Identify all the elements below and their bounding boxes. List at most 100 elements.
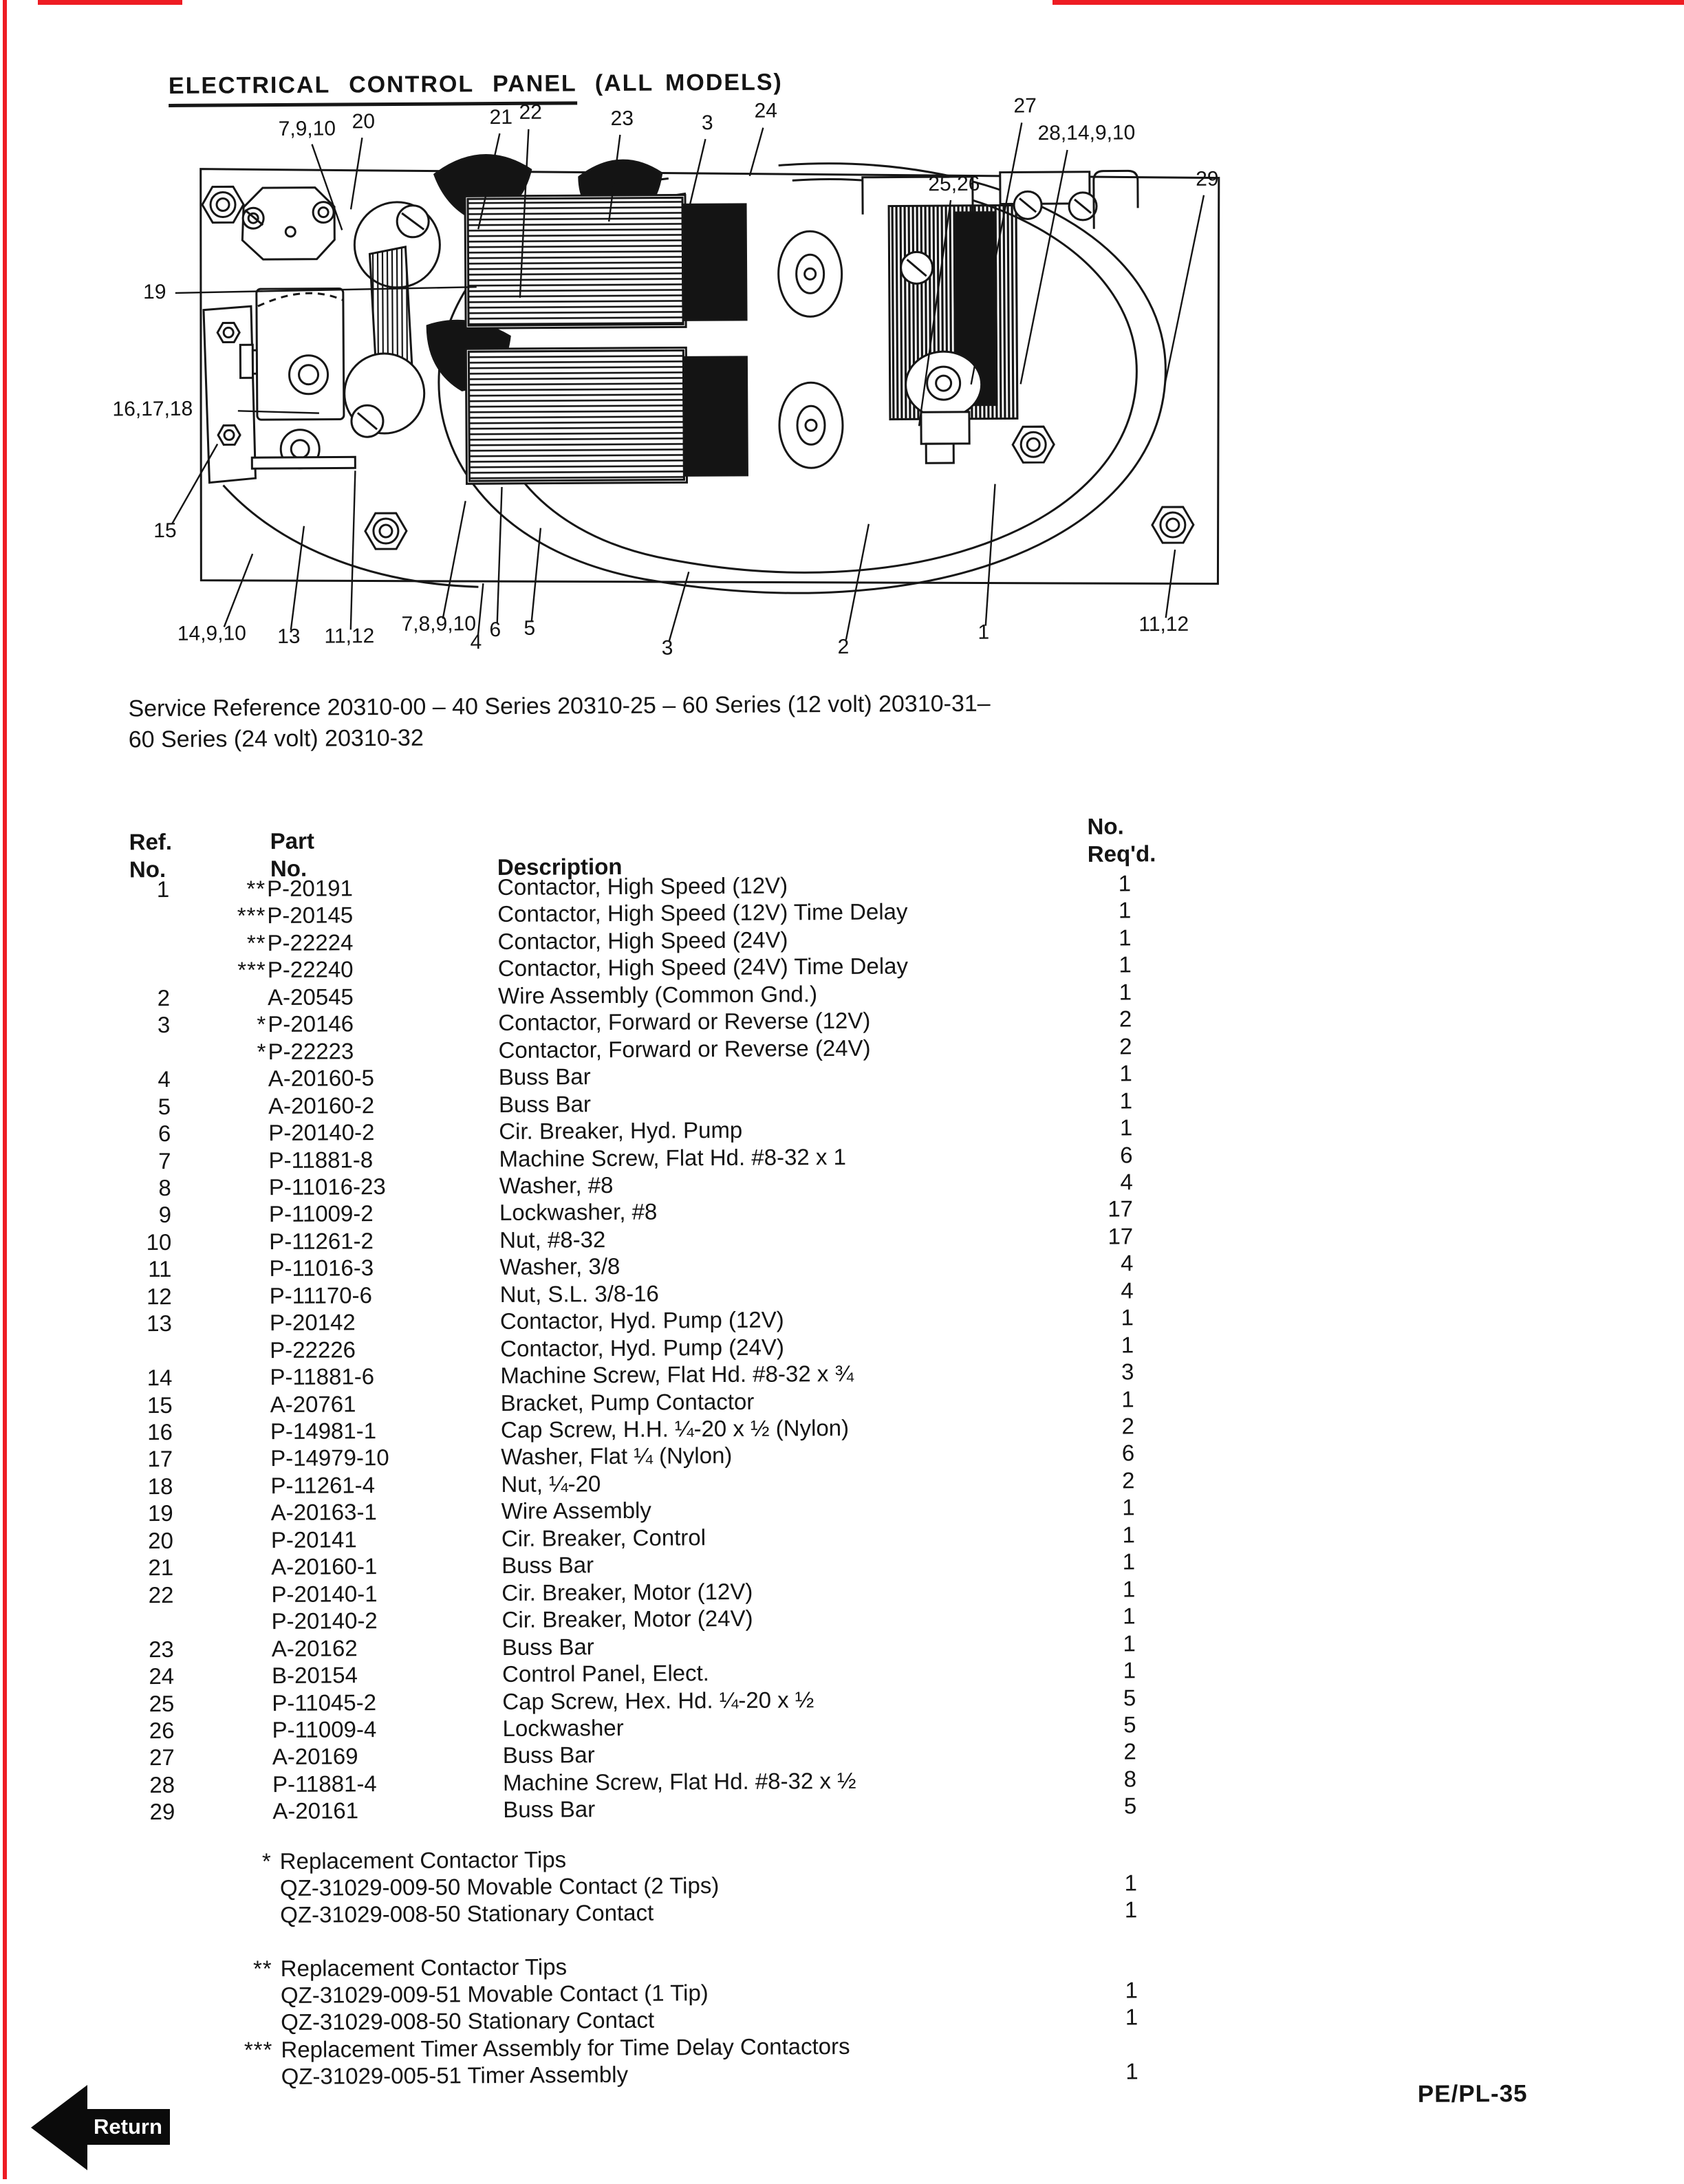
callout-label: 13: [277, 625, 301, 648]
footnote-title-text: Replacement Contactor Tips: [280, 1846, 567, 1874]
cell-part: P-14981-1: [270, 1418, 376, 1445]
cell-ref: 4: [131, 1066, 171, 1092]
footnote-title-text: Replacement Timer Assembly for Time Dela…: [281, 2033, 850, 2063]
cell-desc: Contactor, High Speed (12V): [497, 872, 788, 900]
cell-desc: Buss Bar: [503, 1742, 595, 1769]
footnote-item-req: 1: [1077, 2004, 1138, 2031]
return-button[interactable]: Return: [31, 2084, 182, 2174]
cell-desc: Wire Assembly (Common Gnd.): [498, 981, 817, 1009]
control-breaker: [242, 187, 335, 259]
cell-desc: Cap Screw, Hex. Hd. ¼-20 x ½: [502, 1687, 814, 1715]
cell-desc: Wire Assembly: [501, 1498, 651, 1524]
cell-ref: 1: [129, 876, 169, 902]
footnote-item-req: 1: [1078, 2058, 1138, 2085]
control-panel-diagram: 7,9,102021222332425,262728,14,9,10291916…: [0, 0, 1681, 700]
cell-req: 4: [1072, 1251, 1133, 1277]
footnote-asterisks: **: [219, 1956, 272, 1982]
cell-req: 1: [1072, 1061, 1132, 1088]
cell-desc: Contactor, High Speed (24V) Time Delay: [498, 953, 908, 982]
cell-part: A-20161: [272, 1798, 358, 1825]
cell-part: P-11881-6: [270, 1363, 374, 1390]
cell-desc: Nut, #8-32: [499, 1226, 605, 1253]
cell-ref: 26: [134, 1718, 174, 1744]
cell-desc: Machine Screw, Flat Hd. #8-32 x ¾: [500, 1361, 854, 1389]
cell-req: 1: [1074, 1386, 1134, 1413]
cell-req: 1: [1073, 1332, 1134, 1359]
cell-ref: 3: [130, 1012, 170, 1038]
cell-desc: Buss Bar: [503, 1797, 595, 1824]
cell-req: 5: [1076, 1793, 1136, 1820]
cell-part: P-11009-4: [272, 1716, 376, 1743]
cell-desc: Buss Bar: [499, 1063, 591, 1090]
hex-bolt: [202, 186, 244, 222]
cell-req: 1: [1071, 979, 1132, 1006]
cell-desc: Washer, 3/8: [499, 1253, 620, 1280]
cell-part: A-20761: [270, 1391, 356, 1418]
cell-ref: 14: [132, 1365, 172, 1391]
cell-desc: Contactor, High Speed (24V): [497, 927, 788, 955]
cell-ref: 16: [133, 1419, 173, 1445]
cell-prefix: **: [212, 876, 266, 902]
cell-req: 1: [1075, 1522, 1135, 1548]
callout-label: 16,17,18: [112, 398, 193, 421]
cell-ref: 17: [133, 1446, 173, 1472]
cell-desc: Contactor, Forward or Reverse (12V): [498, 1008, 870, 1036]
callout-label: 11,12: [324, 625, 374, 647]
cell-req: 1: [1070, 898, 1131, 925]
cell-ref: 11: [131, 1256, 171, 1282]
cell-part: P-20142: [270, 1310, 356, 1337]
cell-part: P-11261-2: [269, 1228, 374, 1255]
footnote-item-req: 1: [1077, 1870, 1137, 1896]
cell-ref: 29: [135, 1799, 175, 1825]
cell-part: A-20162: [272, 1635, 358, 1662]
cell-ref: 22: [133, 1582, 173, 1608]
footnote-item-text: QZ-31029-009-50 Movable Contact (2 Tips): [280, 1872, 720, 1901]
cell-req: 1: [1075, 1630, 1136, 1657]
cell-ref: 23: [134, 1636, 174, 1663]
cell-ref: 7: [131, 1147, 171, 1174]
callout-label: 11,12: [1138, 613, 1189, 636]
cell-desc: Buss Bar: [501, 1552, 594, 1579]
cell-part: P-14979-10: [270, 1445, 389, 1471]
cell-prefix: ***: [213, 957, 266, 983]
cell-part: P-11881-4: [272, 1771, 377, 1797]
cell-req: 2: [1074, 1413, 1134, 1440]
return-arrow-icon: [31, 2085, 87, 2170]
cell-req: 2: [1074, 1467, 1134, 1494]
return-button-label: Return: [86, 2109, 170, 2145]
cell-ref: 28: [135, 1772, 175, 1798]
cell-desc: Contactor, Hyd. Pump (24V): [500, 1334, 784, 1362]
cell-part: P-11881-8: [268, 1147, 373, 1174]
cell-desc: Machine Screw, Flat Hd. #8-32 x ½: [503, 1768, 856, 1796]
hex-bolt: [1152, 507, 1194, 543]
cell-desc: Washer, Flat ¼ (Nylon): [501, 1442, 732, 1470]
cell-req: 1: [1075, 1495, 1135, 1522]
cell-req: 1: [1072, 1114, 1132, 1141]
callout-label: 15: [153, 519, 177, 542]
cell-desc: Buss Bar: [499, 1091, 591, 1118]
cell-part: A-20160-2: [268, 1092, 374, 1119]
cell-ref: 12: [132, 1284, 172, 1310]
cell-ref: 10: [131, 1229, 171, 1255]
cell-desc: Cir. Breaker, Motor (12V): [501, 1578, 753, 1605]
cell-desc: Buss Bar: [502, 1634, 594, 1661]
cell-part: P-11009-2: [269, 1201, 374, 1228]
callout-label: 3: [702, 111, 713, 134]
callout-label: 20: [352, 110, 376, 133]
callout-label: 14,9,10: [177, 622, 246, 645]
cell-part: P-11261-4: [270, 1472, 375, 1499]
cell-part: A-20545: [268, 984, 354, 1010]
cell-desc: Cir. Breaker, Control: [501, 1524, 706, 1552]
cell-req: 17: [1072, 1196, 1133, 1223]
cell-req: 5: [1075, 1685, 1136, 1711]
cell-ref: 18: [133, 1473, 173, 1500]
cell-desc: Bracket, Pump Contactor: [501, 1388, 755, 1416]
cell-desc: Contactor, Hyd. Pump (12V): [500, 1307, 784, 1335]
cell-req: 1: [1072, 1088, 1132, 1114]
cell-part: B-20154: [272, 1662, 358, 1689]
cell-req: 4: [1072, 1169, 1133, 1196]
cell-ref: 20: [133, 1528, 173, 1554]
cell-ref: 5: [131, 1094, 171, 1120]
